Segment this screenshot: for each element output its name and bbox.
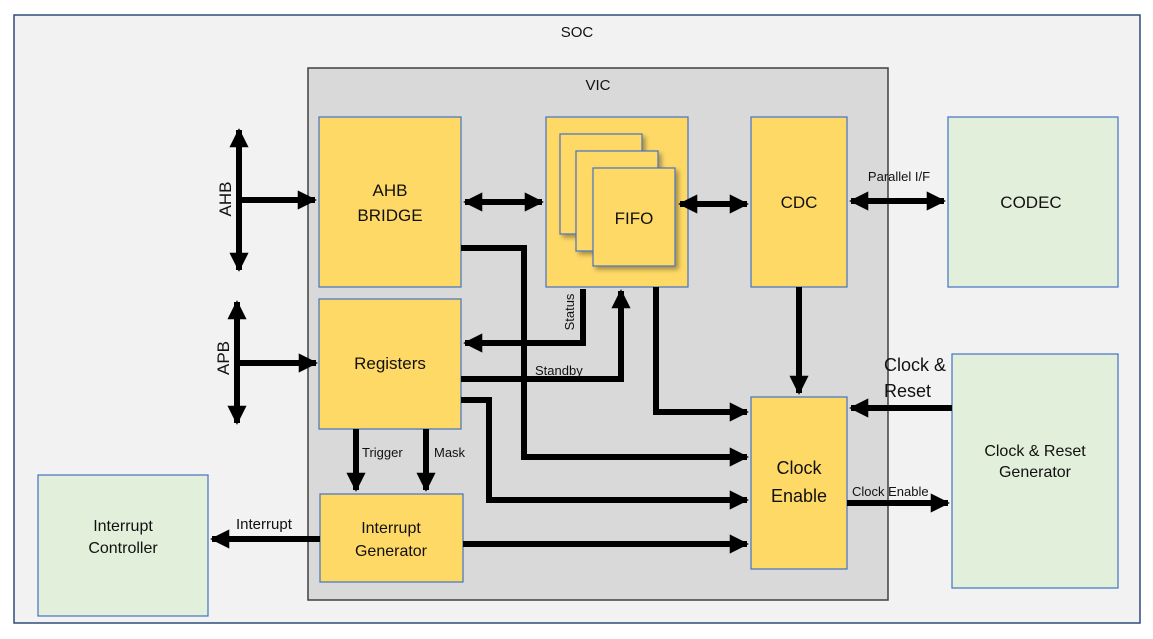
fifo-to-clock-enable-arrow: [653, 287, 749, 422]
cdc-block: [750, 116, 848, 288]
trigger-label: Trigger: [362, 445, 403, 460]
interrupt-generator-label-line2: Generator: [355, 543, 428, 560]
fifo-stack-front: [592, 167, 676, 267]
status-arrow: [463, 289, 586, 353]
status-label: Status: [562, 293, 577, 330]
vic-label: VIC: [585, 77, 610, 94]
interrupt-label: Interrupt: [236, 516, 293, 533]
ahb-bridge-block: [318, 116, 462, 288]
apb-bus-label: APB: [214, 341, 233, 375]
ahb-bus-label: AHB: [216, 182, 235, 217]
ahb-bridge-label-line1: AHB: [373, 181, 408, 200]
bridge-to-clock-enable-arrow: [461, 245, 749, 467]
standby-arrow: [461, 289, 631, 382]
cdc-label: CDC: [781, 193, 818, 212]
codec-block: [947, 116, 1119, 288]
registers-block: [318, 298, 462, 430]
clock-enable-label-line2: Enable: [771, 486, 827, 506]
clock-reset-generator-block: [951, 353, 1119, 589]
interrupt-controller-label-line1: Interrupt: [93, 518, 153, 535]
standby-label: Standby: [535, 363, 583, 378]
ahb-bridge-label-line2: BRIDGE: [357, 206, 422, 225]
codec-label: CODEC: [1000, 193, 1061, 212]
soc-label: SOC: [561, 24, 594, 41]
clock-reset-generator-label-line2: Generator: [999, 464, 1072, 481]
clock-reset-label-line2: Reset: [884, 381, 931, 401]
fifo-label: FIFO: [615, 209, 654, 228]
clock-enable-signal-label: Clock Enable: [852, 484, 929, 499]
interrupt-generator-label-line1: Interrupt: [361, 520, 421, 537]
clock-reset-label-line1: Clock &: [884, 355, 946, 375]
clock-enable-label-line1: Clock: [776, 458, 822, 478]
parallel-if-label: Parallel I/F: [868, 169, 930, 184]
clock-enable-block: [750, 396, 848, 570]
registers-label: Registers: [354, 354, 426, 373]
interrupt-generator-block: [319, 493, 464, 583]
interrupt-controller-block: [37, 474, 209, 617]
clock-reset-generator-label-line1: Clock & Reset: [984, 443, 1086, 460]
mask-label: Mask: [434, 445, 466, 460]
interrupt-controller-label-line2: Controller: [88, 540, 158, 557]
registers-to-clock-enable-arrow: [461, 397, 749, 510]
